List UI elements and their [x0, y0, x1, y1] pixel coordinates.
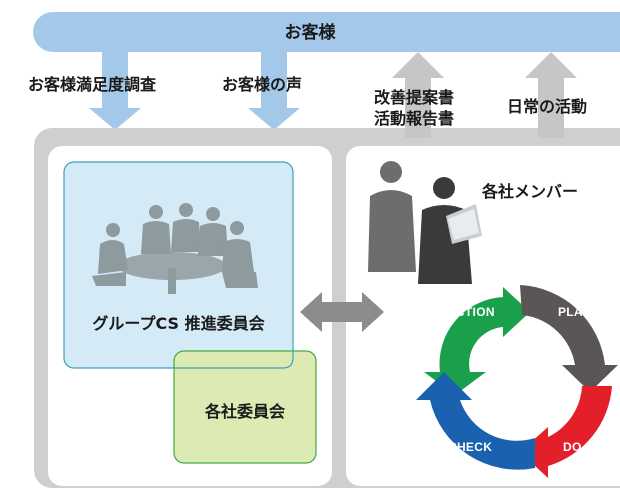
action-label: ACTION: [447, 305, 495, 319]
members-label: 各社メンバー: [482, 182, 579, 201]
do-arrow: [520, 386, 612, 478]
group-committee-label: グループCS 推進委員会: [92, 314, 265, 333]
company-committee-label: 各社委員会: [204, 402, 285, 421]
survey-label: お客様満足度調査: [28, 75, 157, 94]
members-illustration: [368, 161, 482, 284]
customer-voice-label: お客様の声: [222, 75, 303, 94]
customer-banner-label: お客様: [284, 23, 336, 43]
plan-label: PLAN: [558, 305, 592, 319]
survey-down-arrow: [89, 52, 141, 130]
check-arrow: [416, 372, 535, 470]
check-label: CHECK: [448, 440, 493, 454]
daily-up-arrow: [525, 52, 577, 138]
reports-label-line-1: 改善提案書: [374, 88, 455, 107]
action-arrow: [424, 287, 530, 395]
overlap-edge: [174, 351, 294, 369]
double-arrow: [300, 292, 384, 332]
daily-activities-label: 日常の活動: [507, 97, 588, 116]
do-label: DO: [563, 440, 582, 454]
customer-banner: [33, 12, 620, 52]
voice-down-arrow: [248, 52, 300, 130]
reports-label-line-2: 活動報告書: [374, 109, 455, 128]
report-up-arrow: [392, 52, 444, 138]
reports-label: 改善提案書 活動報告書: [374, 87, 454, 129]
meeting-people-illustration: [92, 203, 258, 294]
company-committee-box: [173, 350, 317, 464]
plan-arrow: [520, 285, 618, 392]
pdca-cycle: [416, 285, 618, 478]
